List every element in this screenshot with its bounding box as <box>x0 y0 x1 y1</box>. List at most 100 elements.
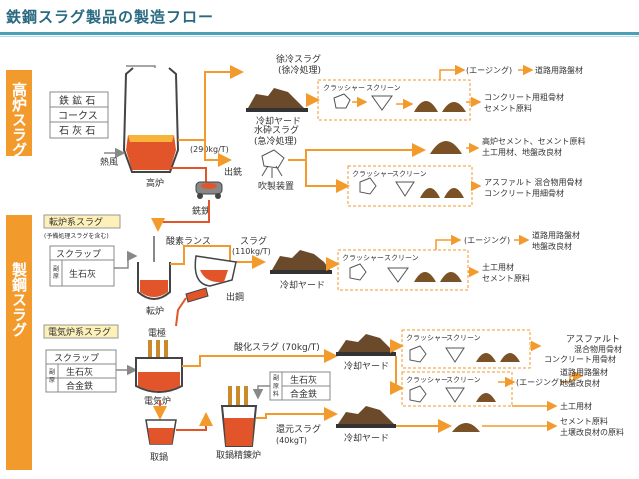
eaf-label: 電気炉 <box>144 395 171 407</box>
blast-section-label: 高炉スラグ <box>10 81 28 157</box>
product-cement-3: セメント原料 <box>482 273 530 283</box>
process-box-3 <box>337 249 469 291</box>
title-rule <box>0 32 639 35</box>
slow-cool-yard-label: 冷却ヤード <box>256 115 301 127</box>
ladle-to-refiner <box>176 412 213 431</box>
product-ground-improve-3: 地盤改良材 <box>532 241 572 251</box>
screen-label-3: スクリーン <box>384 254 419 262</box>
refiner-label: 取鍋精錬炉 <box>216 449 261 461</box>
reducing-slag-rate: (40kgT) <box>276 436 307 445</box>
screen-icon-1 <box>371 95 393 111</box>
product-civil-5: 土工用材 <box>560 401 592 411</box>
product-pile-3b <box>440 272 462 282</box>
eaf-icon <box>135 340 183 393</box>
product-pile-1a <box>414 101 438 112</box>
blast-furnace-icon <box>122 67 180 173</box>
blower-label: 吹製装置 <box>258 180 294 192</box>
sub-material-2b: 原 <box>49 377 55 384</box>
crusher-icon-1 <box>333 93 351 109</box>
steel-section-label: 製鋼スラグ <box>10 261 28 337</box>
pig-iron-arrow <box>151 200 210 232</box>
converter-slag-rate: (110kg/T) <box>232 247 271 256</box>
converter-yard-pile <box>272 250 330 270</box>
granulated-process-arrow <box>305 160 350 193</box>
aging-arrow-1 <box>439 64 466 80</box>
product-pile-2b <box>444 188 464 198</box>
product-civil-3: 土工用材 <box>482 262 514 272</box>
screen-icon-5 <box>445 387 465 403</box>
process-box-1 <box>317 79 471 121</box>
granulate-arrow <box>204 140 232 167</box>
process-box-5 <box>401 371 513 407</box>
screen-icon-3 <box>387 267 409 283</box>
tap-label: 出鋼 <box>226 291 244 303</box>
product-civil-eng-1: 土工用材、地盤改良材 <box>482 147 562 157</box>
converter-slag-text: スラグ <box>240 235 267 247</box>
converter-yard-label: 冷却ヤード <box>280 279 325 291</box>
converter-label: 転炉 <box>146 305 164 317</box>
product-cement-6: セメント原料 <box>560 416 608 426</box>
sub-material-1b: 原 <box>53 273 59 280</box>
product-road-base-1: 道路用路盤材 <box>535 65 583 75</box>
oxidizing-slag-arrow <box>182 349 338 367</box>
eaf-yard-label-1: 冷却ヤード <box>344 360 389 372</box>
refiner-input-box <box>269 371 331 401</box>
converter-slag-label: 転炉系スラグ <box>49 216 103 228</box>
sub-material-3b: 原 <box>273 383 279 390</box>
input-limestone: 石 灰 石 <box>59 124 95 137</box>
torpedo-car-icon <box>195 181 223 199</box>
aging-arrow-3 <box>435 234 462 250</box>
eaf-yard-label-2: 冷却ヤード <box>344 432 389 444</box>
product-bf-cement: 高炉セメント、セメント原料 <box>482 136 586 146</box>
eaf-input-box <box>45 349 117 393</box>
yard4-to-process5 <box>390 356 404 395</box>
sub-material-2: 副 <box>49 368 55 376</box>
product-pile-4a <box>476 353 496 362</box>
input-lime-1: 生石灰 <box>69 268 96 280</box>
product-pile-1b <box>442 102 466 112</box>
crusher-icon-5 <box>409 385 427 403</box>
slag-pot-icon <box>185 255 237 303</box>
slow-cool-yard-pile <box>248 88 304 108</box>
blast-input-box <box>49 91 109 139</box>
crusher-icon-4 <box>409 345 427 363</box>
pretreat-label: (予備処理スラグを含む) <box>44 232 109 240</box>
eaf-yard-base-2 <box>336 424 396 428</box>
eaf-slag-label: 電気炉系スラグ <box>48 326 111 338</box>
sub-material-1: 副 <box>53 265 59 273</box>
input-scrap-1: スクラップ <box>56 249 101 260</box>
crusher-label-3: クラッシャー <box>342 254 384 262</box>
screen-label-2: スクリーン <box>392 170 427 178</box>
product-pile-4b <box>500 353 520 362</box>
screen-label-5: スクリーン <box>446 376 481 384</box>
pig-iron-label: 銑鉄 <box>192 205 210 217</box>
aging-label-3: (エージング) <box>464 235 510 245</box>
converter-input-box <box>49 245 115 287</box>
granulated-direct-arrow <box>288 143 426 161</box>
electrode-label: 電極 <box>148 327 166 339</box>
iron-tap-arrow <box>170 167 207 182</box>
eaf-yard-pile-2 <box>338 406 394 424</box>
slow-cool-arrow <box>178 65 244 141</box>
screen-label-1: スクリーン <box>366 84 401 92</box>
steel-section-bar <box>6 215 32 470</box>
hot-air-label: 熱風 <box>100 156 118 168</box>
product-pile-6 <box>452 423 480 432</box>
oxygen-lance-label: 酸素ランス <box>166 235 211 247</box>
refiner-input-arrow <box>252 385 270 400</box>
ladle-icon <box>145 419 177 445</box>
process-box-4 <box>401 329 531 369</box>
product-asphalt-4b: 混合物用骨材 <box>574 344 622 354</box>
product-asphalt-4a: アスファルト <box>566 335 620 345</box>
blower-icon <box>261 149 285 178</box>
crusher-label-5: クラッシャー <box>406 376 448 384</box>
product-pile-3a <box>414 272 436 282</box>
aging-label-1: (エージング) <box>466 65 512 75</box>
crusher-label-2: クラッシャー <box>352 170 394 178</box>
input-coke: コークス <box>58 110 98 122</box>
reducing-slag-label: 還元スラグ <box>276 423 321 435</box>
crusher-label-1: クラッシャー <box>323 84 365 92</box>
blast-furnace-label: 高炉 <box>146 177 164 189</box>
oxidizing-slag-label: 酸化スラグ (70kg/T) <box>234 341 320 353</box>
